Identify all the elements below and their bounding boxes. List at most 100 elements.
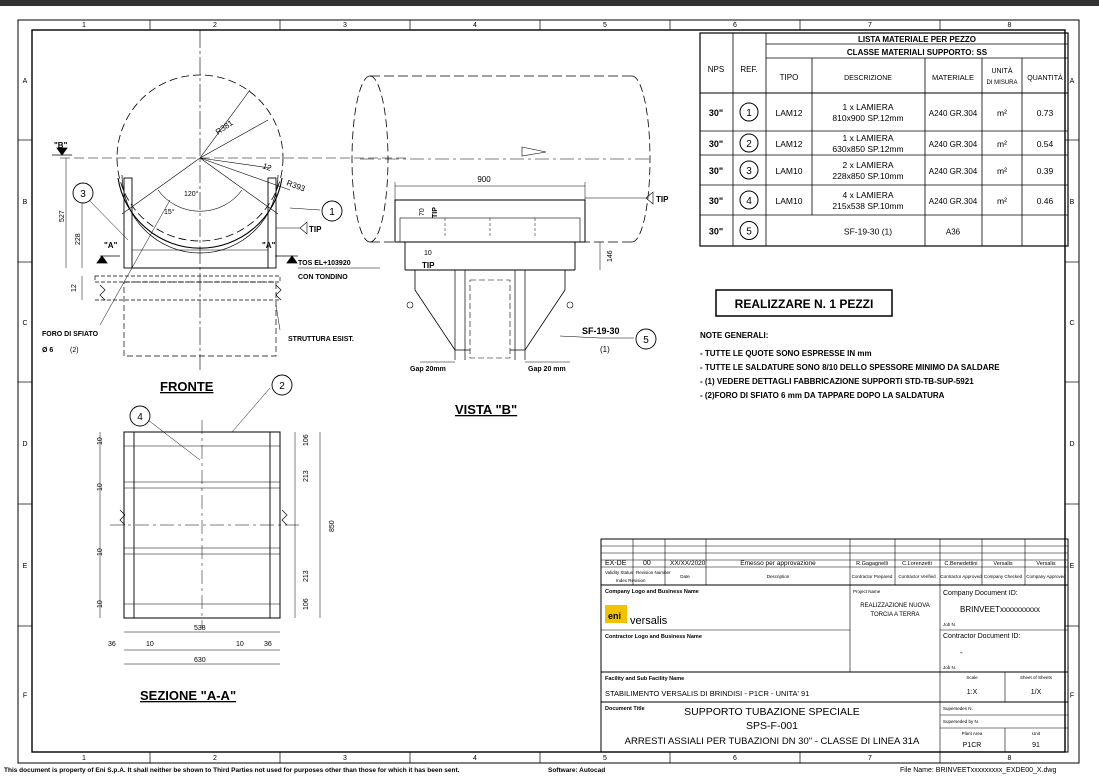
grid-row-label: F xyxy=(23,693,27,700)
bom-ref-balloon xyxy=(739,133,759,153)
tb-doc-title-1: SUPPORTO TUBAZIONE SPECIALE xyxy=(684,706,860,718)
sf-ref: (1) xyxy=(600,345,610,354)
balloon-5-label: 5 xyxy=(643,335,649,346)
bom-nps: 30" xyxy=(709,108,723,118)
inner-frame xyxy=(31,29,1066,753)
bom-qty: 0.73 xyxy=(1037,108,1054,118)
dim-106-top: 106 xyxy=(303,434,310,446)
tos-line2: CON TONDINO xyxy=(298,274,348,281)
grid-col-label: 5 xyxy=(603,22,607,29)
bom-material: A240 GR.304 xyxy=(929,167,978,176)
bom-desc-1: 1 x LAMIERA xyxy=(842,102,893,112)
angle-15-label: 15° xyxy=(164,208,175,216)
company-logo: eni versalis xyxy=(605,605,668,627)
tb-rev-verif: C.Lorenzetti xyxy=(902,561,932,567)
tb-h-validity: Validity Status xyxy=(605,570,634,575)
bom-tipo: LAM12 xyxy=(776,139,803,149)
tb-rev-number: 00 xyxy=(643,560,651,567)
dim-10-b: 10 xyxy=(97,483,104,491)
tb-scale-label: Scale xyxy=(966,675,978,680)
note-item-3: - (1) VEDERE DETTAGLI FABBRICAZIONE SUPP… xyxy=(700,377,974,386)
sf-label: SF-19-30 xyxy=(582,326,620,336)
grid-col-label: 7 xyxy=(868,755,872,762)
note-item-4: - (2)FORO DI SFIATO 6 mm DA TAPPARE DOPO… xyxy=(700,391,945,400)
bom-desc-2: 228x850 SP.10mm xyxy=(832,171,903,181)
foro-ref: (2) xyxy=(70,347,79,354)
dim-850: 850 xyxy=(329,520,336,532)
grid-col-label: 1 xyxy=(82,755,86,762)
bom-ref: 1 xyxy=(746,108,752,119)
tb-h-verif: Contractor Verified xyxy=(898,574,936,579)
bom-title: LISTA MATERIALE PER PEZZO xyxy=(858,35,976,44)
thk-label: 12 xyxy=(261,161,273,173)
logo-eni-text: eni xyxy=(608,611,621,621)
balloon-4-label: 4 xyxy=(137,412,143,423)
dim-10-left: 10 xyxy=(146,641,154,648)
front-view-texts: R381 R393 12 120° 15° 527 228 12 "B" "A"… xyxy=(42,118,354,394)
tb-project-name-2: TORCIA A TERRA xyxy=(870,612,919,618)
grid-row-label: D xyxy=(1069,441,1074,448)
bom-desc-2: 810x900 SP.12mm xyxy=(832,113,903,123)
gap-right: Gap 20 mm xyxy=(528,366,566,373)
section-b-mark: "B" xyxy=(54,141,68,150)
dim-10-side: 10 xyxy=(424,250,432,257)
balloon-1-label: 1 xyxy=(329,207,335,218)
tb-scale-value: 1:X xyxy=(967,689,978,696)
grid-row-label: D xyxy=(22,441,27,448)
bom-col-mat: MATERIALE xyxy=(932,73,974,82)
grid-row-label: C xyxy=(1069,320,1074,327)
bom-col-unit1: UNITÀ xyxy=(992,66,1013,75)
tb-doc-title-label: Document Title xyxy=(605,706,645,712)
grid-col-label: 8 xyxy=(1008,22,1012,29)
bom-nps: 30" xyxy=(709,166,723,176)
grid-col-label: 6 xyxy=(733,22,737,29)
tb-contractor-logo-label: Contractor Logo and Business Name xyxy=(605,634,702,640)
grid-row-label: C xyxy=(22,320,27,327)
gap-left: Gap 20mm xyxy=(410,366,446,373)
balloon-2: 2 xyxy=(271,374,293,396)
grid-col-label: 2 xyxy=(213,22,217,29)
tb-h-checked: Company Checked xyxy=(984,574,1023,579)
grid-col-label: 5 xyxy=(603,755,607,762)
tip-side: TIP xyxy=(422,261,435,270)
tb-facility-label: Facility and Sub Facility Name xyxy=(605,676,684,682)
dim-70: 70 xyxy=(419,208,426,216)
bom-ref-balloon xyxy=(739,102,759,122)
tb-doc-title-3: ARRESTI ASSIALI PER TUBAZIONI DN 30" - C… xyxy=(625,736,920,747)
grid-col-label: 4 xyxy=(473,22,477,29)
tb-facility-name: STABILIMENTO VERSALIS DI BRINDISI - P1CR… xyxy=(605,689,809,698)
bom-col-desc: DESCRIZIONE xyxy=(844,75,892,82)
tb-h-contr-appr: Contractor Approved xyxy=(940,574,982,579)
bom-table xyxy=(699,32,1069,247)
outer-frame xyxy=(17,19,1080,764)
tb-h-revnum: Revision Number xyxy=(636,570,671,575)
bom-col-qty: QUANTITÀ xyxy=(1027,73,1063,82)
fronte-title: FRONTE xyxy=(160,379,214,394)
dim-10-right: 10 xyxy=(236,641,244,648)
bom-ref: 4 xyxy=(746,196,752,207)
grid-row-label: F xyxy=(1070,693,1074,700)
tb-rev-contr-appr: C.Benedettini xyxy=(944,561,977,567)
grid-col-label: 8 xyxy=(1008,755,1012,762)
footer-disclaimer: This document is property of Eni S.p.A. … xyxy=(4,767,460,774)
realizzare-label: REALIZZARE N. 1 PEZZI xyxy=(735,297,874,311)
tb-contractor-doc-label: Contractor Document ID: xyxy=(943,633,1020,640)
dim-538: 538 xyxy=(194,625,206,632)
tb-sheet-value: 1/X xyxy=(1031,689,1042,696)
bom-ref: 5 xyxy=(746,227,752,238)
bom-nps: 30" xyxy=(709,139,723,149)
bom-ref-balloon xyxy=(739,190,759,210)
grid-row-label: E xyxy=(23,563,28,570)
dim-10-d: 10 xyxy=(97,600,104,608)
dim-12: 12 xyxy=(71,284,78,292)
grid-col-label: 2 xyxy=(213,755,217,762)
footer-filename: File Name: BRINVEETxxxxxxxxx_EXDE00_X.dw… xyxy=(900,767,1057,774)
realizzare-box xyxy=(715,289,893,317)
dim-900: 900 xyxy=(477,175,491,184)
dim-630: 630 xyxy=(194,657,206,664)
notes-title: NOTE GENERALI: xyxy=(700,331,768,340)
bom-col-nps: NPS xyxy=(708,65,724,74)
